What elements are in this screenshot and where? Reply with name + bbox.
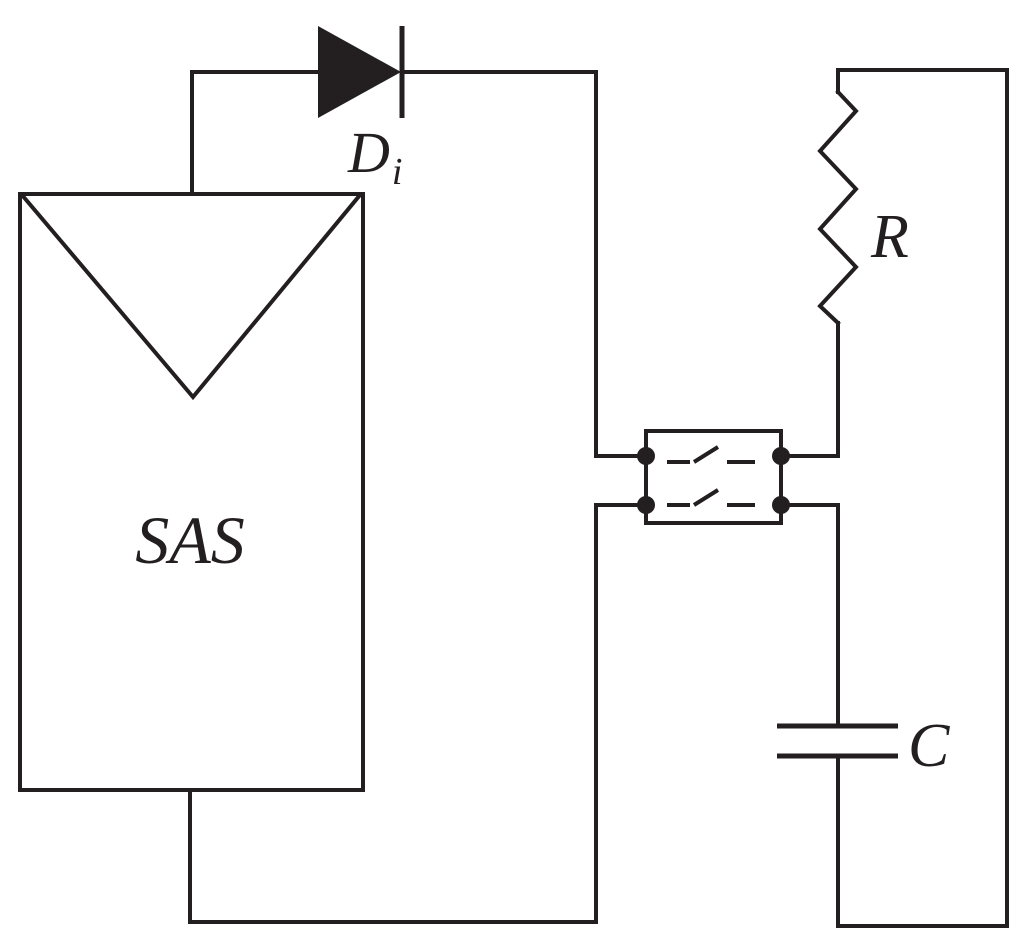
switch [637, 429, 790, 525]
load-loop: R C [777, 68, 1009, 928]
switch-terminal-top-left [637, 447, 655, 465]
sas-label: SAS [135, 502, 245, 578]
wire-switch-to-resistor [779, 321, 840, 458]
wire-switch-to-capacitor [779, 503, 840, 728]
diode-branch: Di [190, 26, 647, 458]
switch-terminal-bottom-left [637, 496, 655, 514]
sas-box [18, 192, 365, 792]
resistor-icon [817, 89, 859, 326]
wire-sas-to-diode [190, 70, 320, 196]
capacitor-label: C [908, 712, 950, 780]
solar-triangle-icon [19, 192, 363, 401]
diode-label-subscript: i [392, 151, 403, 193]
switch-housing [644, 429, 783, 525]
diode-label-main: D [347, 120, 390, 185]
diode-icon [318, 26, 401, 118]
resistor-label: R [870, 203, 909, 271]
wire-diode-to-switch [400, 70, 647, 458]
wire-resistor-to-capacitor [836, 68, 1009, 928]
diode-label: Di [347, 120, 402, 193]
wire-return [188, 503, 647, 924]
switch-contacts [667, 445, 755, 507]
sas-block: SAS [18, 192, 365, 792]
